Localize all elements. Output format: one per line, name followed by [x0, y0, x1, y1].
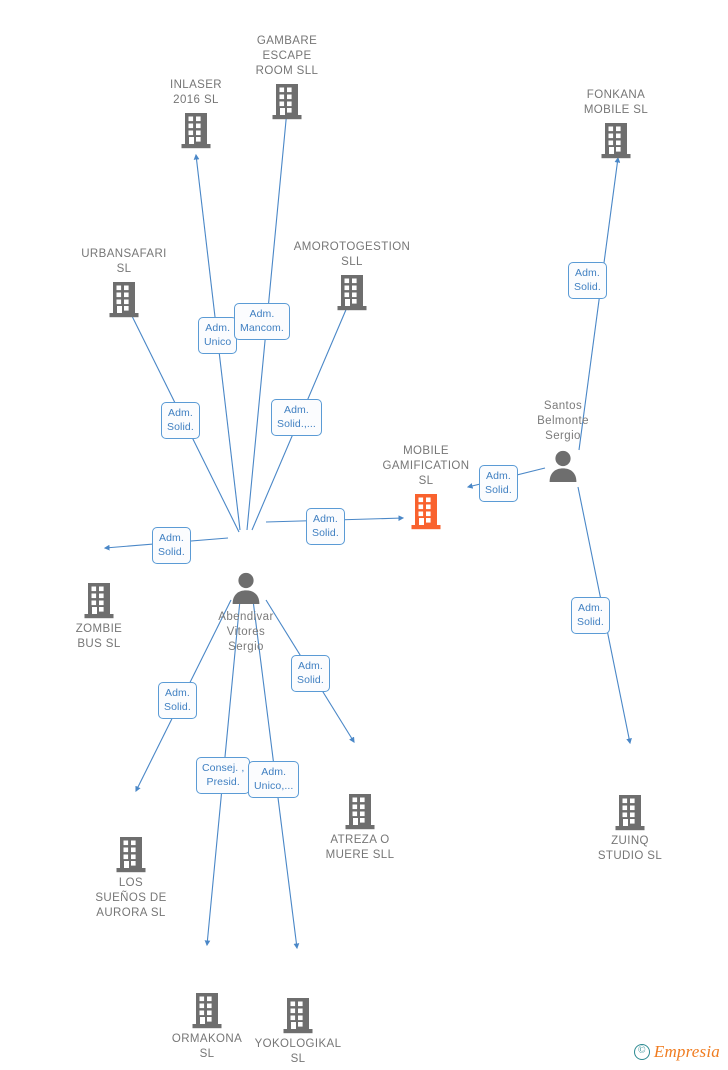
node-ormakona[interactable]: ORMAKONA SL [147, 988, 267, 1062]
node-atreza[interactable]: ATREZA O MUERE SLL [300, 789, 420, 863]
node-urbansafari-label: URBANSAFARI SL [81, 248, 167, 275]
person-icon [503, 444, 623, 488]
edge-label-abendivar-to-urbansafari[interactable]: Adm. Solid. [161, 402, 200, 439]
edge-label-abendivar-to-gambare[interactable]: Adm. Mancom. [234, 303, 290, 340]
node-mobilegam[interactable]: MOBILE GAMIFICATION SL [366, 444, 486, 533]
node-amoroto-label: AMOROTOGESTION SLL [293, 241, 411, 268]
building-icon [147, 988, 267, 1032]
edge-label-abendivar-to-suenos[interactable]: Adm. Solid. [158, 682, 197, 719]
node-atreza-label: ATREZA O MUERE SLL [325, 834, 395, 861]
node-suenos[interactable]: LOS SUEÑOS DE AURORA SL [71, 832, 191, 921]
building-icon [64, 277, 184, 321]
node-yokologikal-label: YOKOLOGIKAL SL [254, 1038, 342, 1065]
edge-label-abendivar-to-yokologikal[interactable]: Adm. Unico,... [248, 761, 300, 798]
node-abendivar-label: Abendivar Vitores Sergio [218, 611, 274, 653]
watermark: © Empresia [633, 1042, 720, 1062]
node-zuinq-label: ZUINQ STUDIO SL [597, 835, 663, 862]
edge-label-abendivar-to-amoroto[interactable]: Adm. Solid.,... [271, 399, 322, 436]
node-suenos-label: LOS SUEÑOS DE AURORA SL [95, 877, 167, 919]
edge-label-abendivar-to-inlaser[interactable]: Adm. Unico [198, 317, 238, 354]
edge-label-abendivar-to-mobilegam[interactable]: Adm. Solid. [306, 508, 345, 545]
node-inlaser-label: INLASER 2016 SL [169, 79, 222, 106]
node-ormakona-label: ORMAKONA SL [171, 1033, 243, 1060]
building-icon [556, 118, 676, 162]
node-santos[interactable]: Santos Belmonte Sergio [503, 399, 623, 488]
node-gambare[interactable]: GAMBARE ESCAPE ROOM SLL [227, 34, 347, 123]
building-icon [227, 79, 347, 123]
node-inlaser[interactable]: INLASER 2016 SL [136, 78, 256, 152]
node-mobilegam-label: MOBILE GAMIFICATION SL [382, 445, 470, 487]
node-fonkana-label: FONKANA MOBILE SL [583, 89, 649, 116]
node-urbansafari[interactable]: URBANSAFARI SL [64, 247, 184, 321]
building-icon [366, 489, 486, 533]
node-zombie[interactable]: ZOMBIE BUS SL [39, 578, 159, 652]
watermark-brand: Empresia [653, 1042, 720, 1061]
node-yokologikal[interactable]: YOKOLOGIKAL SL [238, 993, 358, 1067]
building-icon [300, 789, 420, 833]
edge-label-abendivar-to-atreza[interactable]: Adm. Solid. [291, 655, 330, 692]
edge-label-abendivar-to-zombie[interactable]: Adm. Solid. [152, 527, 191, 564]
node-fonkana[interactable]: FONKANA MOBILE SL [556, 88, 676, 162]
building-icon [136, 108, 256, 152]
building-icon [292, 270, 412, 314]
edge-label-santos-to-fonkana[interactable]: Adm. Solid. [568, 262, 607, 299]
edge-label-abendivar-to-ormakona[interactable]: Consej. , Presid. [196, 757, 251, 794]
edge-santos-to-fonkana [578, 156, 621, 451]
node-gambare-label: GAMBARE ESCAPE ROOM SLL [255, 35, 319, 77]
edge-label-santos-to-mobilegam[interactable]: Adm. Solid. [479, 465, 518, 502]
node-zombie-label: ZOMBIE BUS SL [75, 623, 123, 650]
edge-label-santos-to-zuinq[interactable]: Adm. Solid. [571, 597, 610, 634]
person-icon [186, 566, 306, 610]
building-icon [39, 578, 159, 622]
building-icon [570, 790, 690, 834]
copyright-icon: © [633, 1044, 650, 1060]
building-icon [238, 993, 358, 1037]
node-santos-label: Santos Belmonte Sergio [537, 400, 589, 442]
node-zuinq[interactable]: ZUINQ STUDIO SL [570, 790, 690, 864]
node-amoroto[interactable]: AMOROTOGESTION SLL [292, 240, 412, 314]
building-icon [71, 832, 191, 876]
node-abendivar[interactable]: Abendivar Vitores Sergio [186, 566, 306, 655]
